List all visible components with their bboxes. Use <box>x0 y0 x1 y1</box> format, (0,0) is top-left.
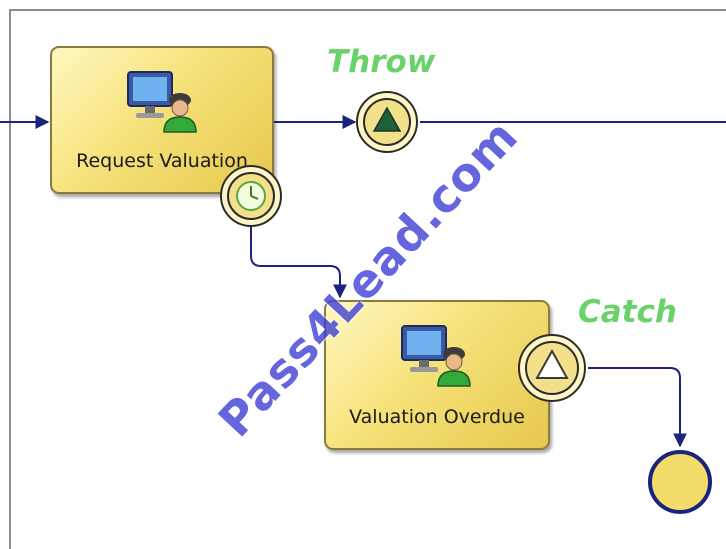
circle-icon <box>648 450 712 514</box>
diagram-canvas: Request Valuation Valuation Overdue <box>0 9 726 549</box>
user-computer-icon <box>401 325 471 387</box>
flow-catch-to-end <box>588 367 687 448</box>
task-label: Request Valuation <box>76 150 248 172</box>
clock-icon <box>236 181 266 211</box>
timer-event[interactable] <box>220 165 282 227</box>
filled-triangle-icon <box>372 106 402 132</box>
throw-label: Throw <box>327 44 436 80</box>
canvas-frame <box>9 9 726 549</box>
flow-timer-to-overdue <box>250 226 347 299</box>
events-layer <box>220 91 712 514</box>
catch-event[interactable] <box>518 334 586 402</box>
throw-event[interactable] <box>356 91 418 153</box>
user-computer-icon <box>127 71 197 133</box>
sequence-flows <box>0 115 726 448</box>
end-event[interactable] <box>648 450 712 514</box>
task-label: Valuation Overdue <box>349 406 525 428</box>
outline-triangle-icon <box>535 348 569 379</box>
catch-label: Catch <box>578 294 677 330</box>
